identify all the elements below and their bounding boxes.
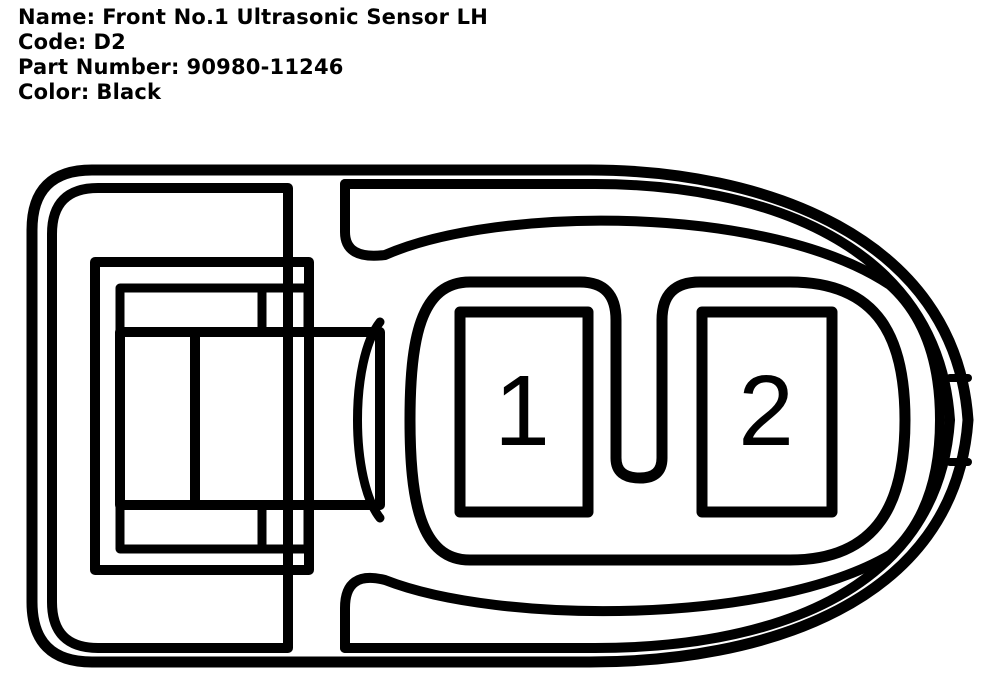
connector-info: Name:Front No.1 Ultrasonic Sensor LH Cod… xyxy=(18,5,488,105)
lock-lever-inner-bottom xyxy=(115,500,313,554)
housing-right-outline xyxy=(340,179,955,653)
code-line: Code:D2 xyxy=(18,30,488,55)
terminal-cavity-outline xyxy=(404,276,911,566)
latch-channel-bottom xyxy=(340,415,945,653)
terminal-pin-1-box xyxy=(454,306,594,518)
terminal-pin-2-box xyxy=(696,306,838,518)
color-value: Black xyxy=(96,80,162,104)
lock-lever-frame xyxy=(90,257,314,575)
color-label: Color: xyxy=(18,80,90,104)
code-label: Code: xyxy=(18,30,87,54)
housing-outer-outline xyxy=(26,164,974,668)
terminal-pin-2-number: 2 xyxy=(738,355,794,467)
housing-inner-outline xyxy=(47,183,293,653)
part-number-line: Part Number:90980-11246 xyxy=(18,55,488,80)
lock-lever-inner xyxy=(115,283,313,337)
part-number-value: 90980-11246 xyxy=(186,55,344,79)
name-line: Name:Front No.1 Ultrasonic Sensor LH xyxy=(18,5,488,30)
name-label: Name: xyxy=(18,5,96,29)
terminal-pin-1-number: 1 xyxy=(494,355,550,467)
name-value: Front No.1 Ultrasonic Sensor LH xyxy=(102,5,488,29)
code-value: D2 xyxy=(93,30,126,54)
cavity-left-curve xyxy=(353,317,385,523)
part-number-label: Part Number: xyxy=(18,55,180,79)
color-line: Color:Black xyxy=(18,80,488,105)
lock-lever-body xyxy=(115,327,385,510)
latch-channel-top xyxy=(340,179,945,425)
